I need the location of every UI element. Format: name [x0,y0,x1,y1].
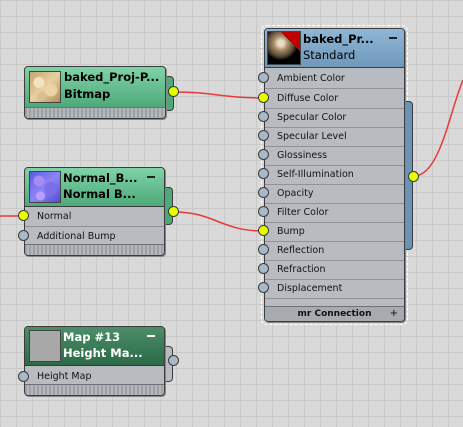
height-output-socket[interactable] [168,355,179,366]
slot-specular-level[interactable]: Specular Level [265,127,404,147]
height-node-title: Map #13 [63,330,121,344]
input-slot-label: Normal [37,211,72,222]
slot-label: Specular Color [277,112,347,123]
normal-node-header[interactable]: Normal_B... Normal B... [25,168,164,207]
normal-node-subtitle: Normal B... [63,187,136,201]
bitmap-node-subtitle: Bitmap [64,87,111,101]
slot-label: Refraction [277,264,326,275]
bitmap-node-body: baked_Proj-P... Bitmap [24,66,166,119]
mr-connection-footer[interactable]: mr Connection + [265,306,404,321]
slot-label: Opacity [277,188,314,199]
normal-output-socket[interactable] [168,206,179,217]
specular-level-socket[interactable] [258,130,269,141]
bitmap-node-title: baked_Proj-P... [64,70,160,84]
material-node-subtitle: Standard [303,48,356,62]
slot-self-illumination[interactable]: Self-Illumination [265,165,404,185]
height-node-body: Map #13 Height Ma... Height Map [24,326,165,396]
slot-glossiness[interactable]: Glossiness [265,146,404,166]
height-node-header[interactable]: Map #13 Height Ma... [25,327,164,366]
stone-texture-thumb [29,71,61,103]
slot-label: Reflection [277,245,325,256]
input-slot-normal[interactable]: Normal [25,207,164,227]
slot-label: Specular Level [277,131,347,142]
slot-refraction[interactable]: Refraction [265,260,404,280]
input-slot-label: Height Map [37,371,92,382]
collapse-icon[interactable] [147,335,155,337]
slot-label: Bump [277,226,305,237]
slot-reflection[interactable]: Reflection [265,241,404,261]
normal-input-socket[interactable] [18,210,29,221]
filter-color-socket[interactable] [258,206,269,217]
input-slot-label: Additional Bump [37,231,116,242]
glossiness-socket[interactable] [258,149,269,160]
material-node-header[interactable]: baked_Pr... Standard [265,29,404,68]
material-node-title: baked_Pr... [303,32,374,46]
height-node-subtitle: Height Ma... [63,346,143,360]
slot-diffuse-color[interactable]: Diffuse Color [265,89,404,109]
bitmap-output-socket[interactable] [168,86,179,97]
bitmap-node-footer [25,107,165,118]
material-node-body: baked_Pr... Standard Ambient Color Diffu… [264,28,405,322]
bump-socket[interactable] [258,225,269,236]
bitmap-node-header[interactable]: baked_Proj-P... Bitmap [25,67,165,108]
normal-bump-node[interactable]: Normal_B... Normal B... Normal Additiona… [18,167,179,256]
slot-label: Filter Color [277,207,329,218]
collapse-icon[interactable] [389,37,397,39]
slot-label: Diffuse Color [277,93,339,104]
diffuse-color-socket[interactable] [258,92,269,103]
specular-color-socket[interactable] [258,111,269,122]
additional-bump-input-socket[interactable] [18,230,29,241]
material-sphere-thumb [267,31,301,65]
normal-node-footer [25,244,164,255]
self-illumination-socket[interactable] [258,168,269,179]
height-node-footer [25,384,164,395]
mr-connection-label: mr Connection [297,309,372,319]
normal-node-title: Normal_B... [63,171,138,185]
slot-label: Glossiness [277,150,328,161]
normal-node-body: Normal_B... Normal B... Normal Additiona… [24,167,165,256]
bitmap-node[interactable]: baked_Proj-P... Bitmap [24,66,179,119]
displacement-socket[interactable] [258,282,269,293]
normal-map-thumb [29,171,61,203]
material-node[interactable]: baked_Pr... Standard Ambient Color Diffu… [258,25,419,325]
slot-bump[interactable]: Bump [265,222,404,242]
slot-displacement[interactable]: Displacement [265,279,404,299]
wire-normal-to-bump[interactable] [173,211,265,232]
ambient-color-socket[interactable] [258,72,269,83]
height-map-node[interactable]: Map #13 Height Ma... Height Map [18,326,179,396]
material-output-socket[interactable] [408,171,419,182]
height-map-input-socket[interactable] [18,371,29,382]
slot-ambient-color[interactable]: Ambient Color [265,69,404,89]
slot-label: Self-Illumination [277,169,354,180]
slot-label: Ambient Color [277,73,345,84]
refraction-socket[interactable] [258,263,269,274]
slot-filter-color[interactable]: Filter Color [265,203,404,223]
expand-plus-icon[interactable]: + [389,308,398,319]
wire-bitmap-to-diffuse[interactable] [173,91,265,99]
grey-thumb [29,330,61,362]
slot-label: Displacement [277,283,343,294]
collapse-icon[interactable] [147,176,155,178]
reflection-socket[interactable] [258,244,269,255]
opacity-socket[interactable] [258,187,269,198]
slot-specular-color[interactable]: Specular Color [265,108,404,128]
wire-material-output[interactable] [413,79,463,177]
slot-opacity[interactable]: Opacity [265,184,404,204]
